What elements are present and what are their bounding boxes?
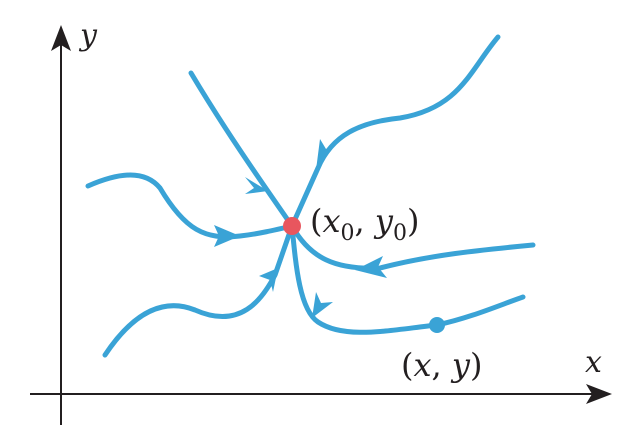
- point-label-open: (: [401, 346, 413, 384]
- point-label-sep: ,: [432, 346, 452, 384]
- point-label-close: ): [470, 346, 482, 384]
- equilibrium-label-open: (: [310, 202, 322, 240]
- point-label-y: y: [450, 346, 471, 384]
- trajectory-arrows: [214, 139, 387, 318]
- equilibrium-label-y-sub: 0: [393, 221, 407, 246]
- point-label-x: x: [413, 346, 431, 384]
- equilibrium-label-y: y: [373, 202, 394, 240]
- trajectory-left-lower: [102, 223, 295, 358]
- moving-point: [429, 317, 445, 333]
- trajectory-right-middle: [289, 223, 536, 271]
- arrow-right-lower-icon: [312, 292, 333, 318]
- trajectory-right-lower: [289, 223, 526, 335]
- equilibrium-label-x: x: [322, 202, 340, 240]
- x-axis-arrow-icon: [586, 384, 612, 404]
- equilibrium-label: (x0, y0): [310, 202, 419, 246]
- equilibrium-point: [283, 217, 301, 235]
- equilibrium-label-sep: ,: [355, 202, 375, 240]
- y-axis-label: y: [78, 18, 98, 53]
- point-label: (x, y): [401, 346, 482, 384]
- trajectory-top-right: [289, 34, 501, 229]
- trajectory-left-upper: [85, 172, 295, 240]
- x-axis-label: x: [585, 345, 602, 380]
- arrow-right-middle-icon: [355, 256, 387, 278]
- arrow-left-upper-icon: [214, 225, 240, 247]
- trajectory-top-left: [188, 70, 295, 229]
- arrow-top-left-icon: [245, 177, 268, 194]
- y-axis-arrow-icon: [51, 25, 71, 51]
- equilibrium-label-x-sub: 0: [341, 221, 355, 246]
- trajectories: [85, 34, 536, 358]
- axes: [30, 25, 612, 425]
- arrow-top-right-icon: [316, 139, 337, 170]
- arrow-left-lower-icon: [259, 268, 278, 292]
- equilibrium-label-close: ): [407, 202, 419, 240]
